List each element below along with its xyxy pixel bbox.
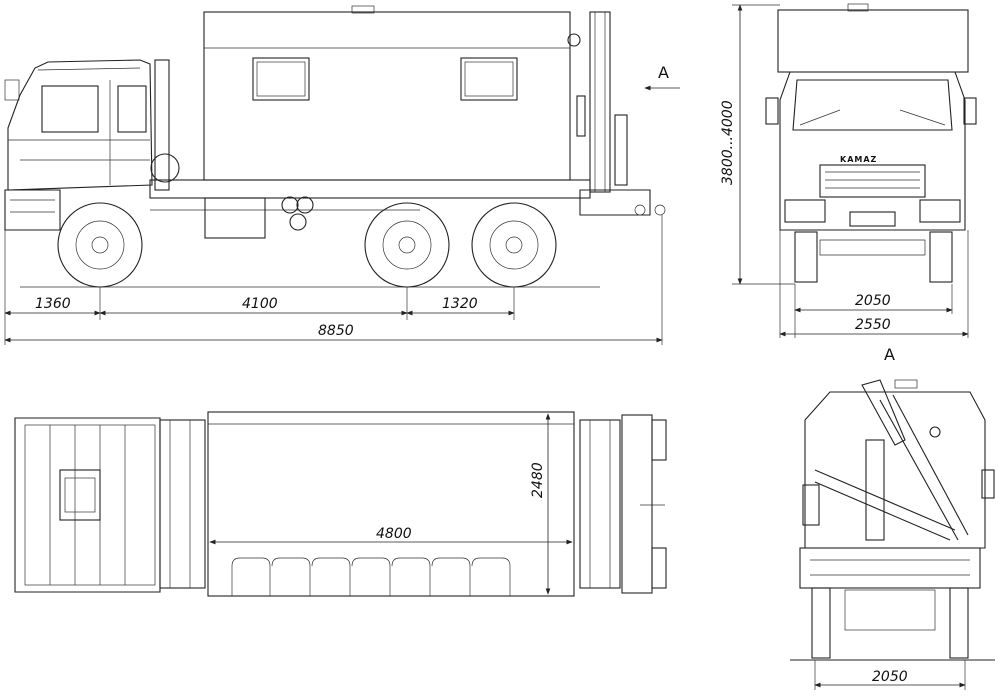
dim-rear-track: 2050 [872,669,908,685]
dim-body-width: 2480 [530,462,546,498]
dim-wheelbase: 4100 [242,296,278,312]
dim-total-length: 8850 [318,323,354,339]
dim-front-overhang: 1360 [35,296,71,312]
top-view: 4800 2480 [14,411,667,597]
view-marker-label: A [658,63,669,82]
rear-view-title: A [884,345,895,364]
dim-front-track: 2050 [855,293,891,309]
dim-front-width: 2550 [855,317,891,333]
front-view: KAMAZ 3800...4000 2050 2550 [720,3,977,338]
rear-view: A 2050 [790,345,995,690]
dim-height: 3800...4000 [720,100,736,185]
front-brand-label: KAMAZ [840,155,877,164]
side-view: A 1360 4100 1320 8850 [4,5,680,345]
dim-rear-axles: 1320 [442,296,478,312]
dim-body-length: 4800 [376,526,412,542]
